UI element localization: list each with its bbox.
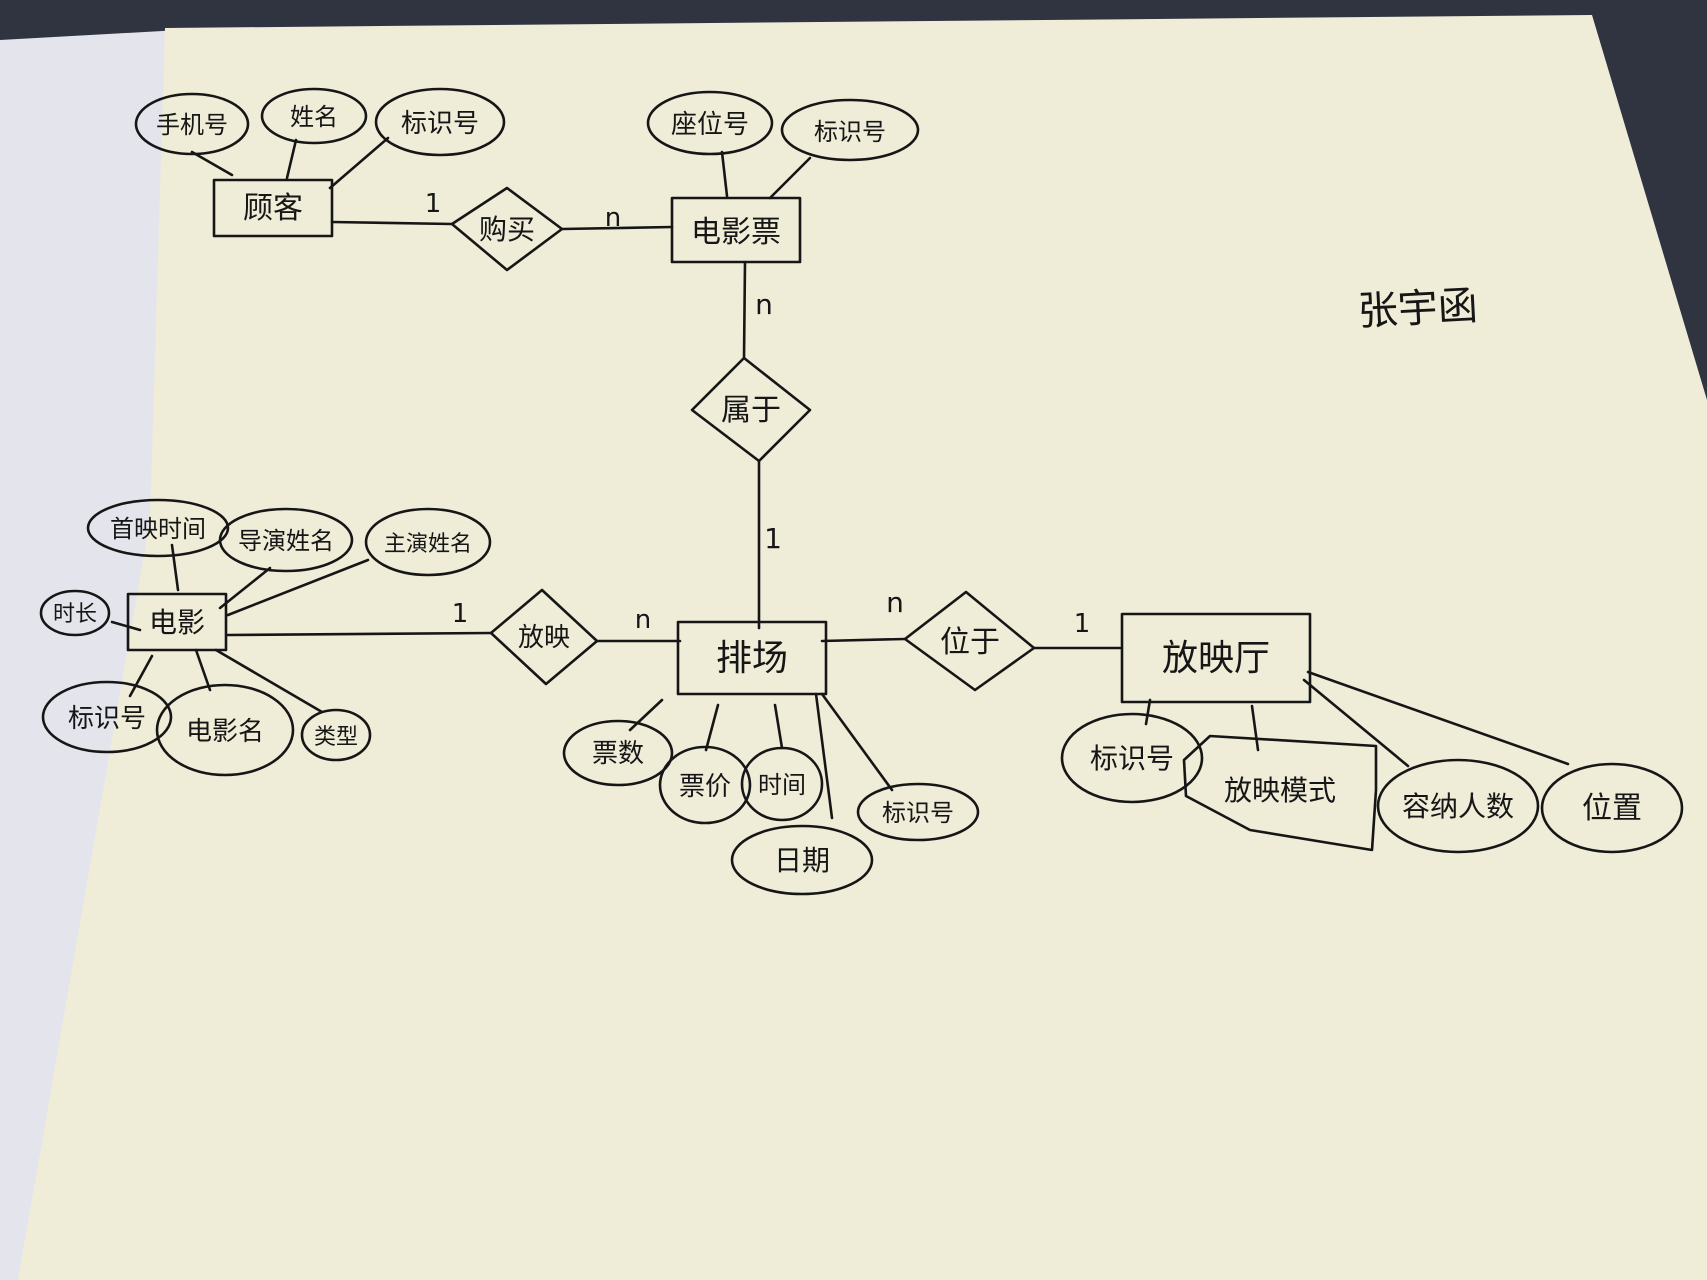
edge-attr-mode <box>1250 704 1260 752</box>
edge-attr-location <box>1306 670 1570 766</box>
entity-schedule-box <box>676 620 828 696</box>
attr-premiere-label: 首映时间 <box>110 515 206 543</box>
attr-title-label: 电影名 <box>186 717 264 747</box>
edge-attr-time <box>773 703 784 750</box>
entity-movie-box <box>126 592 228 652</box>
rel-belong-diamond <box>690 356 812 463</box>
attr-tickets-ellipse <box>562 719 674 787</box>
attr-mode-shape <box>1182 734 1378 852</box>
attr-time-ellipse <box>740 746 824 822</box>
attr-time-label: 时间 <box>758 771 806 799</box>
attr-title-ellipse <box>155 683 295 777</box>
rel-show-label: 放映 <box>518 623 570 653</box>
attr-lead-ellipse <box>364 507 492 577</box>
attr-premiere-ellipse <box>86 498 230 558</box>
attr-capacity-ellipse <box>1376 758 1540 854</box>
card-show-b: n <box>635 605 651 635</box>
attr-capacity-label: 容纳人数 <box>1402 790 1514 823</box>
attr-phone-ellipse <box>134 92 250 156</box>
edge-attr-hall-id <box>1144 698 1152 726</box>
entity-customer-label: 顾客 <box>243 191 303 226</box>
attr-name-ellipse <box>260 87 368 145</box>
attr-mode-label: 放映模式 <box>1224 774 1336 807</box>
edge-attr-genre <box>214 648 324 714</box>
attr-name-label: 姓名 <box>290 103 338 131</box>
attr-genre-ellipse <box>300 708 372 762</box>
edge-attr-capacity <box>1302 678 1410 768</box>
attr-hall-id-label: 标识号 <box>1090 742 1174 775</box>
attr-schedule-id-label: 标识号 <box>882 799 954 827</box>
attr-duration-label: 时长 <box>53 602 97 627</box>
attr-lead-label: 主演姓名 <box>384 532 472 557</box>
card-buy-b: n <box>605 203 621 233</box>
attr-location-label: 位置 <box>1582 791 1642 826</box>
card-located-a: n <box>886 586 904 619</box>
edge-attr-director <box>218 566 272 610</box>
edge-attr-seat <box>720 150 729 198</box>
entity-hall-box <box>1120 612 1312 704</box>
edge-attr-schedule-id <box>820 692 894 792</box>
attr-seat-label: 座位号 <box>671 110 749 140</box>
attr-ticket-id-ellipse <box>780 98 920 162</box>
attr-date-label: 日期 <box>774 844 830 877</box>
attr-seat-ellipse <box>646 90 774 156</box>
attr-price-ellipse <box>658 745 752 825</box>
entity-customer-box <box>212 178 334 238</box>
attr-phone-label: 手机号 <box>156 111 228 139</box>
attr-hall-id-ellipse <box>1060 712 1204 804</box>
edge-movie-show <box>226 631 493 637</box>
entity-ticket-label: 电影票 <box>691 215 781 250</box>
card-buy-a: 1 <box>425 189 442 219</box>
edge-attr-price <box>704 703 720 752</box>
attr-movie-id-label: 标识号 <box>68 704 146 734</box>
entity-schedule-label: 排场 <box>716 638 788 679</box>
rel-show-diamond <box>489 588 599 686</box>
edge-customer-buy <box>330 220 454 226</box>
entity-movie-label: 电影 <box>149 606 205 639</box>
card-belong-b: 1 <box>764 522 782 555</box>
rel-belong-label: 属于 <box>721 393 781 428</box>
edge-attr-name <box>285 138 298 180</box>
attr-movie-id-ellipse <box>41 680 173 754</box>
edge-attr-premiere <box>170 543 180 592</box>
rel-buy-label: 购买 <box>479 213 535 246</box>
attr-ticket-id-label: 标识号 <box>814 118 886 146</box>
attr-customer-id-ellipse <box>374 87 506 157</box>
card-located-b: 1 <box>1074 609 1091 639</box>
edge-attr-movie-id <box>128 654 154 698</box>
edge-attr-customer-id <box>328 136 390 190</box>
edge-schedule-located <box>820 637 907 643</box>
edge-attr-phone <box>190 150 234 177</box>
attr-location-ellipse <box>1540 762 1684 854</box>
entity-hall-label: 放映厅 <box>1162 638 1270 679</box>
edge-attr-ticket-id <box>768 156 812 200</box>
attr-director-ellipse <box>218 507 354 573</box>
paper-sheet <box>18 15 1707 1280</box>
author-signature: 张宇函 <box>1357 283 1479 335</box>
edge-attr-tickets <box>628 698 664 732</box>
attr-date-ellipse <box>730 824 874 896</box>
edge-attr-duration <box>110 620 142 632</box>
card-show-a: 1 <box>452 599 469 629</box>
edge-ticket-belong <box>742 260 747 360</box>
attr-customer-id-label: 标识号 <box>401 109 479 139</box>
rel-located-diamond <box>903 590 1036 692</box>
rel-buy-diamond <box>450 186 564 272</box>
rel-located-label: 位于 <box>940 625 1000 660</box>
entity-ticket-box <box>670 196 802 264</box>
attr-duration-ellipse <box>39 589 111 637</box>
attr-schedule-id-ellipse <box>856 782 980 842</box>
edge-attr-title <box>194 648 212 692</box>
card-belong-a: n <box>755 288 773 321</box>
edge-buy-ticket <box>560 225 674 231</box>
edge-attr-lead <box>226 558 370 617</box>
attr-tickets-label: 票数 <box>592 739 644 769</box>
attr-director-label: 导演姓名 <box>238 527 334 555</box>
attr-price-label: 票价 <box>679 772 731 802</box>
attr-genre-label: 类型 <box>314 725 358 750</box>
edge-attr-date <box>814 692 834 820</box>
